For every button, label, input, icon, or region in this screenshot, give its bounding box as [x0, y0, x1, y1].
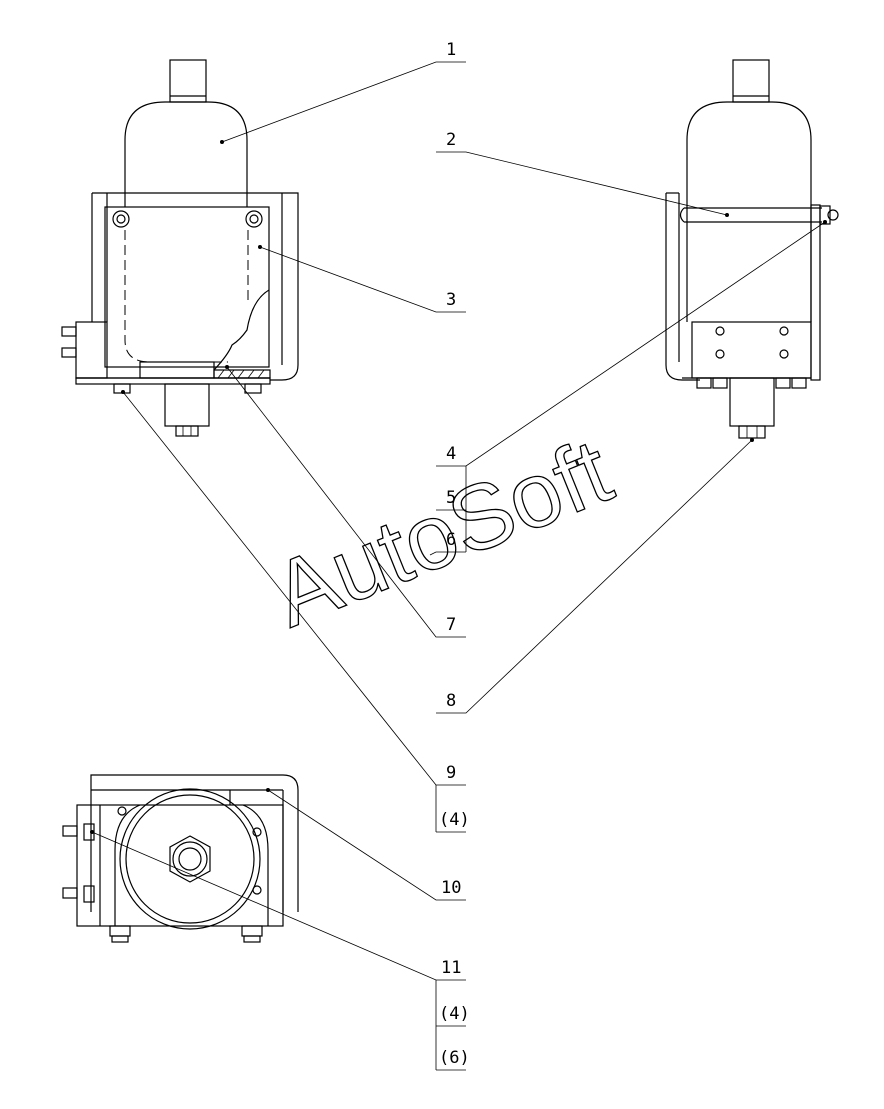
callout-1: 1	[446, 40, 456, 60]
front-view	[61, 59, 299, 437]
callout-11-qty-2: (6)	[439, 1048, 470, 1068]
callout-7: 7	[446, 615, 456, 635]
callout-3: 3	[446, 290, 456, 310]
callout-8: 8	[446, 691, 456, 711]
callout-2: 2	[446, 130, 456, 150]
callout-4: 4	[446, 444, 456, 464]
top-view	[62, 774, 299, 943]
side-view	[665, 59, 839, 442]
leader-lines	[91, 61, 826, 1071]
callout-5: 5	[446, 488, 456, 508]
watermark: AutoSoft	[259, 420, 624, 647]
callout-11-qty-1: (4)	[439, 1004, 470, 1024]
callout-6: 6	[446, 530, 456, 550]
callout-10: 10	[441, 878, 461, 898]
callout-9-qty: (4)	[439, 810, 470, 830]
callout-9: 9	[446, 763, 456, 783]
callout-labels: 1 2 3 4 5 6 7 8 9 (4) 10 11 (4) (6)	[439, 40, 470, 1068]
callout-11: 11	[441, 958, 461, 978]
